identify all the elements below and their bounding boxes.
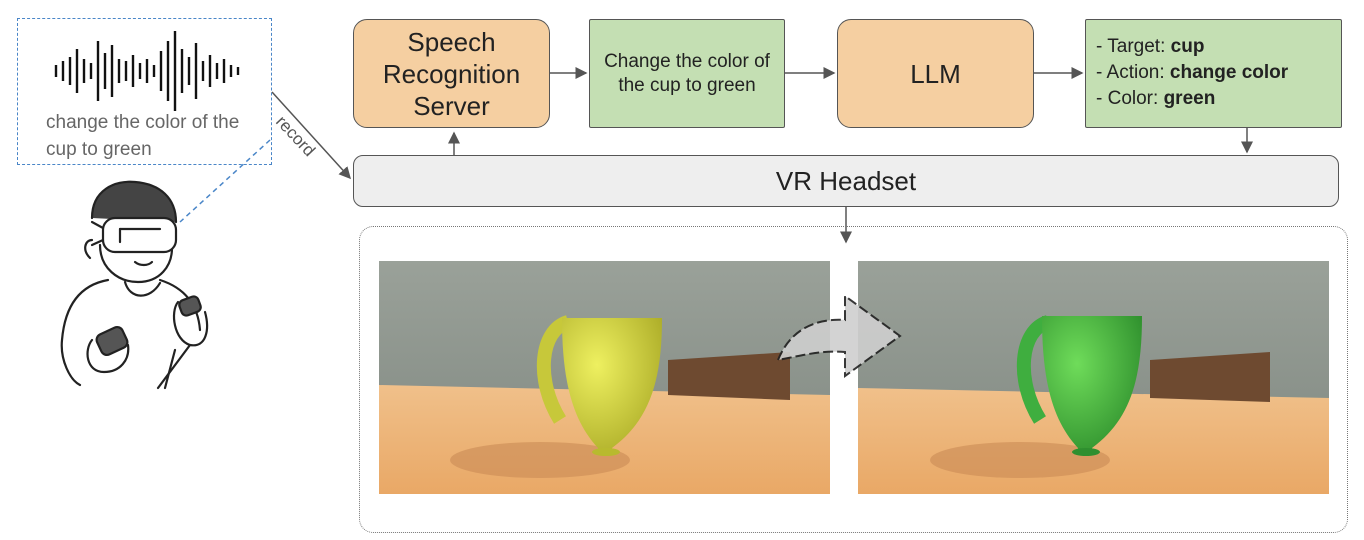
waveform-icon: [54, 31, 240, 111]
speech-recognition-server-box: Speech Recognition Server: [353, 19, 550, 128]
asr-label-line3: Server: [413, 90, 490, 121]
asr-label-line1: Speech: [407, 26, 496, 57]
speech-bubble: change the color of the cup to green: [17, 18, 272, 165]
vr-headset-label: VR Headset: [775, 165, 917, 196]
color-value: green: [1163, 88, 1216, 109]
transcript-box: Change the color of the cup to green: [589, 19, 785, 128]
speech-transcript: change the color of the cup to green: [46, 112, 240, 160]
before-scene: [379, 261, 830, 494]
output-color-row: - Color: green: [1096, 86, 1331, 112]
after-scene: [858, 261, 1329, 494]
vr-headset-bar: VR Headset: [353, 155, 1339, 207]
action-label: - Action:: [1096, 62, 1170, 83]
transcript-box-text: Change the color of the cup to green: [604, 50, 770, 96]
asr-label-line2: Recognition: [382, 58, 521, 89]
target-label: - Target:: [1096, 36, 1171, 57]
llm-output-box: - Target: cup - Action: change color - C…: [1085, 19, 1342, 128]
color-label: - Color:: [1096, 88, 1164, 109]
output-target-row: - Target: cup: [1096, 34, 1331, 60]
transform-arrow-icon: [776, 294, 902, 378]
llm-label: LLM: [910, 58, 961, 89]
llm-box: LLM: [837, 19, 1034, 128]
target-value: cup: [1170, 36, 1205, 57]
output-action-row: - Action: change color: [1096, 60, 1331, 86]
action-value: change color: [1169, 62, 1289, 83]
scene-frame: [359, 226, 1348, 533]
